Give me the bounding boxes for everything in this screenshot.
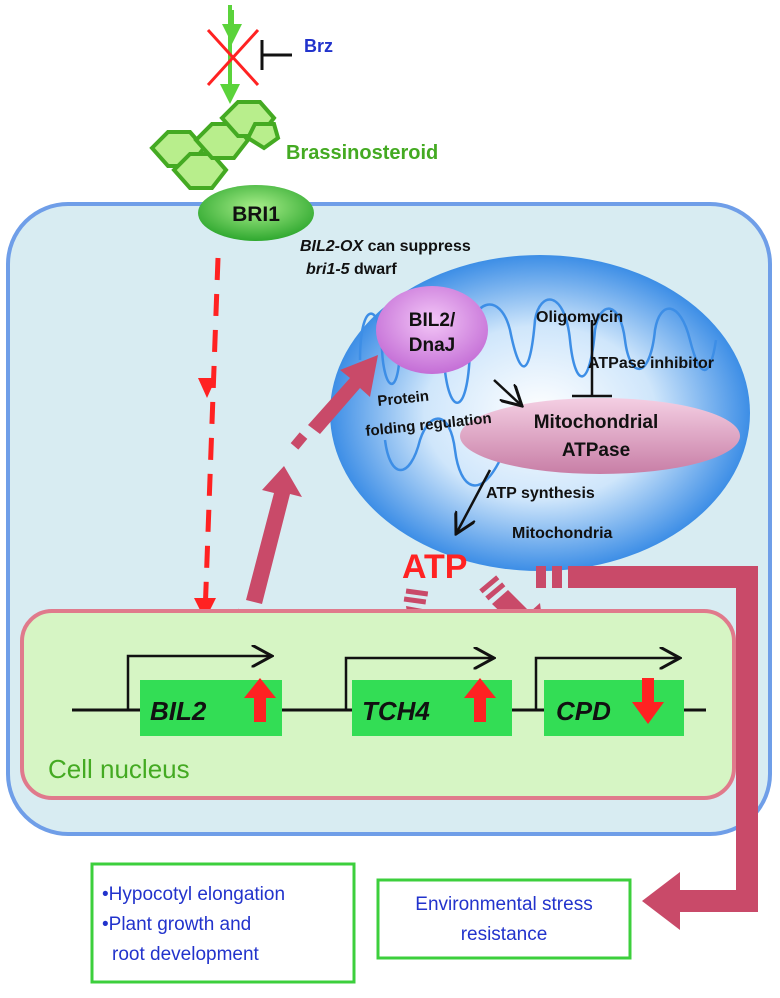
oligomycin-label: Oligomycin xyxy=(536,309,623,326)
growth-outcome-line2: •Plant growth and xyxy=(102,914,251,935)
atpase-inhibitor-label: ATPase inhibitor xyxy=(588,355,714,372)
mitochondrial-atpase xyxy=(460,398,740,474)
brz-label: Brz xyxy=(304,36,333,56)
mito-atpase-label-line2: ATPase xyxy=(562,440,630,461)
atp-label: ATP xyxy=(402,548,467,586)
bil2-dnaj xyxy=(376,286,488,374)
brassinosteroid-structure xyxy=(149,100,281,190)
bil2ox-label: BIL2-OX xyxy=(300,238,364,255)
bil2ox-annotation-line1: BIL2-OX can suppress xyxy=(300,238,471,255)
gene-label-bil2: BIL2 xyxy=(150,696,207,726)
atp-synthesis-arrow xyxy=(456,469,492,534)
growth-outcome-line1: •Hypocotyl elongation xyxy=(102,884,285,905)
cpd-down-icon xyxy=(632,678,664,724)
atp-synthesis-label: ATP synthesis xyxy=(486,485,595,502)
bil2ox-annotation-line2: bri1-5 dwarf xyxy=(306,261,397,278)
mito-atpase-label-line1: Mitochondrial xyxy=(534,412,659,433)
atpase-inhibition xyxy=(572,320,612,398)
brassinosteroid-label: Brassinosteroid xyxy=(286,142,438,164)
growth-outcome-box xyxy=(90,862,356,984)
stress-outcome-box xyxy=(376,878,632,960)
can-suppress-label: can suppress xyxy=(368,238,471,255)
bil2-dnaj-label-line1: BIL2/ xyxy=(409,310,456,331)
gene-label-tch4: TCH4 xyxy=(362,696,430,726)
bil2-up-icon xyxy=(244,678,276,722)
gene-label-cpd: CPD xyxy=(556,696,611,726)
bil2-dnaj-label-line2: DnaJ xyxy=(409,335,455,356)
tch4-up-icon xyxy=(464,678,496,722)
bri1-receptor xyxy=(198,185,314,241)
brz-block xyxy=(206,5,292,104)
stress-outcome-line2: resistance xyxy=(461,924,548,945)
cell-nucleus-label: Cell nucleus xyxy=(48,754,190,784)
promoter-arrows xyxy=(126,656,680,710)
dwarf-label: dwarf xyxy=(354,261,397,278)
bri15-label: bri1-5 xyxy=(306,261,351,278)
stress-outcome-line1: Environmental stress xyxy=(415,894,592,915)
growth-outcome-line3: root development xyxy=(112,944,260,965)
gene-box-cpd xyxy=(544,680,684,736)
mitochondria-label: Mitochondria xyxy=(512,525,613,542)
bri1-label: BRI1 xyxy=(232,203,280,226)
folding-arrow xyxy=(493,379,522,406)
protein-label: Protein xyxy=(377,388,430,410)
stress-arrow xyxy=(536,566,758,930)
